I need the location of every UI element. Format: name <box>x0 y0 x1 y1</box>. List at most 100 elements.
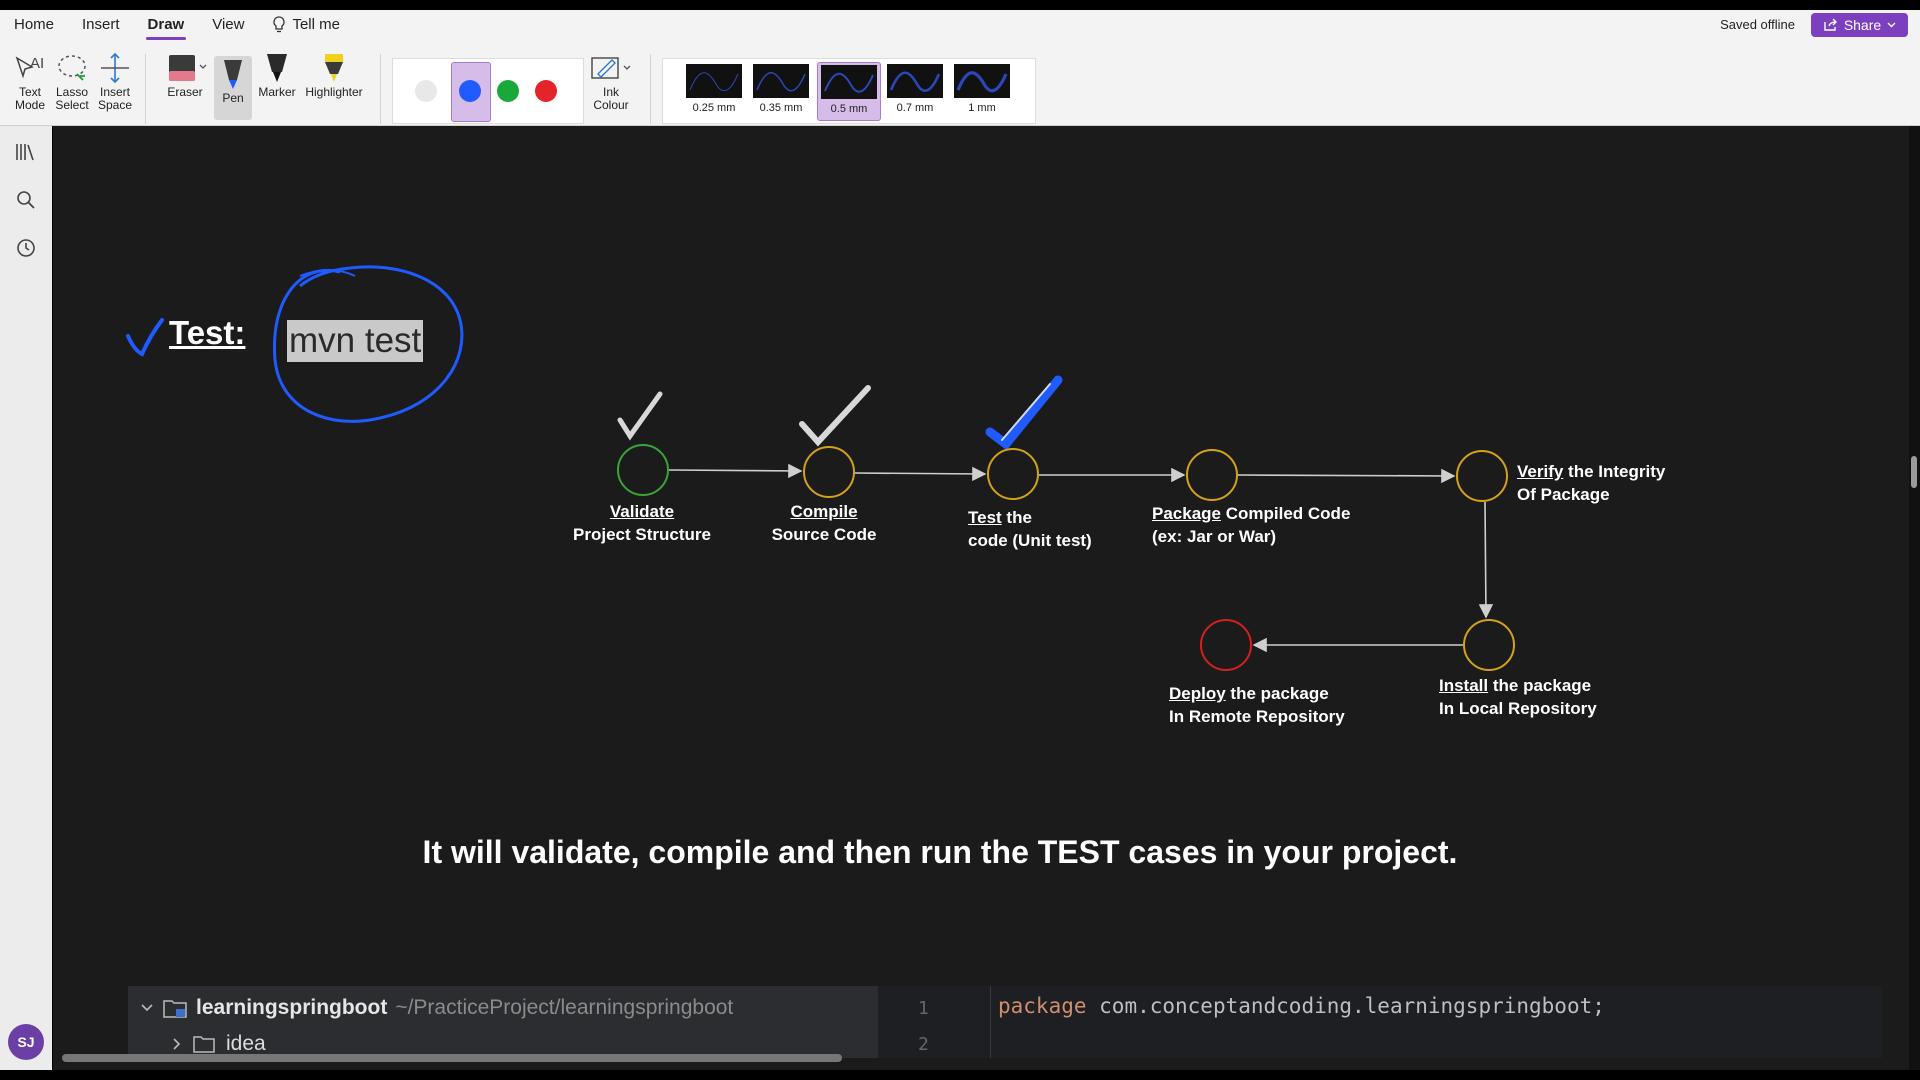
step-validate-label: Validate Project Structure <box>572 500 712 546</box>
share-icon <box>1824 18 1837 31</box>
search-icon <box>17 191 35 209</box>
node-install <box>1463 619 1515 671</box>
step-verify-title: Verify <box>1517 462 1564 481</box>
check-compile <box>799 385 871 447</box>
text-mode-label-2: Mode <box>14 98 46 112</box>
check-test <box>985 375 1063 451</box>
node-deploy <box>1200 619 1252 671</box>
marker-button[interactable]: Marker <box>258 50 296 99</box>
color-blue-swatch[interactable] <box>459 80 481 102</box>
thickness-label: 0.35 mm <box>759 102 803 114</box>
highlighter-label: Highlighter <box>305 85 363 99</box>
thickness-palette: 0.25 mm 0.35 mm 0.5 mm 0.7 mm 1 mm <box>662 58 1036 124</box>
step-verify-rest: the Integrity <box>1563 462 1666 481</box>
node-validate <box>617 444 669 496</box>
note-heading: Test: <box>169 314 246 351</box>
left-sidebar <box>0 126 52 1070</box>
arrow-package-verify <box>1237 468 1456 484</box>
text-mode-icon: AI <box>15 55 44 79</box>
color-white-swatch[interactable] <box>415 80 437 102</box>
command-text: mvn test <box>287 320 424 362</box>
thickness-05[interactable]: 0.5 mm <box>817 62 881 121</box>
tab-home[interactable]: Home <box>14 16 55 33</box>
vertical-scrollbar[interactable] <box>1909 126 1920 1070</box>
check-validate <box>617 391 663 441</box>
notebooks-button[interactable] <box>14 140 38 164</box>
eraser-label: Eraser <box>167 85 203 99</box>
step-deploy-title: Deploy <box>1169 684 1226 703</box>
chevron-right-icon <box>173 1038 181 1050</box>
share-button[interactable]: Share <box>1811 13 1908 37</box>
step-package-desc: (ex: Jar or War) <box>1152 527 1277 546</box>
search-button[interactable] <box>14 188 38 212</box>
library-icon <box>16 144 34 161</box>
step-verify-desc: Of Package <box>1517 485 1610 504</box>
step-package-title: Package <box>1152 504 1221 523</box>
step-install-title: Install <box>1439 676 1489 695</box>
step-deploy-rest: the package <box>1225 684 1329 703</box>
thickness-1[interactable]: 1 mm <box>951 62 1013 119</box>
ribbon: Home Insert Draw View Tell me Saved offl… <box>0 10 1920 126</box>
marker-label: Marker <box>258 85 296 99</box>
thickness-025[interactable]: 0.25 mm <box>683 62 745 119</box>
eraser-icon <box>169 55 207 81</box>
lasso-select-button[interactable]: Lasso Select <box>52 50 92 112</box>
insert-space-button[interactable]: Insert Space <box>94 50 136 112</box>
insert-space-label-2: Space <box>97 98 133 112</box>
pen-color-palette <box>392 58 584 124</box>
highlighter-icon <box>325 54 343 82</box>
node-package <box>1186 449 1238 501</box>
project-root-row[interactable]: learningspringboot ~/PracticeProject/lea… <box>140 996 733 1020</box>
step-test-label: Test the code (Unit test) <box>968 506 1092 552</box>
ide-snippet: learningspringboot ~/PracticeProject/lea… <box>128 986 1882 1058</box>
text-mode-label-1: Text <box>18 85 41 99</box>
separator <box>650 54 651 124</box>
stroke-preview-icon <box>824 72 874 93</box>
text-mode-button[interactable]: AI Text Mode <box>10 50 50 112</box>
bottom-strip <box>0 1070 1920 1080</box>
thickness-035[interactable]: 0.35 mm <box>750 62 812 119</box>
insert-space-label-1: Insert <box>99 85 130 99</box>
stroke-preview-icon <box>689 72 739 92</box>
arrow-verify-install <box>1478 501 1494 619</box>
code-package-name: com.conceptandcoding.learningspringboot; <box>1086 994 1605 1018</box>
tell-me-label: Tell me <box>292 16 340 33</box>
node-verify <box>1456 450 1508 502</box>
project-path: ~/PracticeProject/learningspringboot <box>395 996 734 1019</box>
pen-button[interactable]: Pen <box>214 56 252 120</box>
step-install-label: Install the package In Local Repository <box>1439 674 1597 720</box>
stroke-preview-icon <box>889 71 941 92</box>
blue-circle-tail <box>299 269 356 277</box>
thickness-label: 0.25 mm <box>692 102 736 114</box>
eraser-button[interactable]: Eraser <box>160 50 210 99</box>
step-compile-desc: Source Code <box>771 525 877 544</box>
stroke-preview-icon <box>756 72 806 92</box>
tell-me[interactable]: Tell me <box>258 10 354 40</box>
note-canvas[interactable] <box>53 126 1910 1070</box>
clock-icon <box>17 239 35 257</box>
recent-button[interactable] <box>14 236 38 260</box>
highlighter-button[interactable]: Highlighter <box>302 50 366 99</box>
blue-check-mark <box>126 318 164 357</box>
tab-draw[interactable]: Draw <box>134 10 199 40</box>
step-install-desc: In Local Repository <box>1439 699 1597 718</box>
ink-colour-label-1: Ink <box>602 85 619 99</box>
folder-icon <box>163 1000 187 1018</box>
ink-colour-button[interactable]: Ink Colour <box>586 50 636 112</box>
lasso-icon <box>58 55 86 81</box>
tab-view[interactable]: View <box>212 16 245 33</box>
arrow-compile-test <box>854 466 987 482</box>
thickness-07[interactable]: 0.7 mm <box>884 62 946 119</box>
color-red-swatch[interactable] <box>535 80 557 102</box>
scrollbar-thumb[interactable] <box>1911 456 1917 488</box>
separator <box>380 54 381 124</box>
step-test-desc: code (Unit test) <box>968 531 1092 550</box>
color-green-swatch[interactable] <box>497 80 519 102</box>
pen-label: Pen <box>222 91 244 105</box>
avatar[interactable]: SJ <box>8 1024 44 1060</box>
line-number-2: 2 <box>918 1034 929 1055</box>
tab-insert[interactable]: Insert <box>82 16 120 33</box>
horizontal-scrollbar[interactable] <box>62 1054 842 1062</box>
idea-folder-row[interactable]: idea <box>172 1032 266 1056</box>
